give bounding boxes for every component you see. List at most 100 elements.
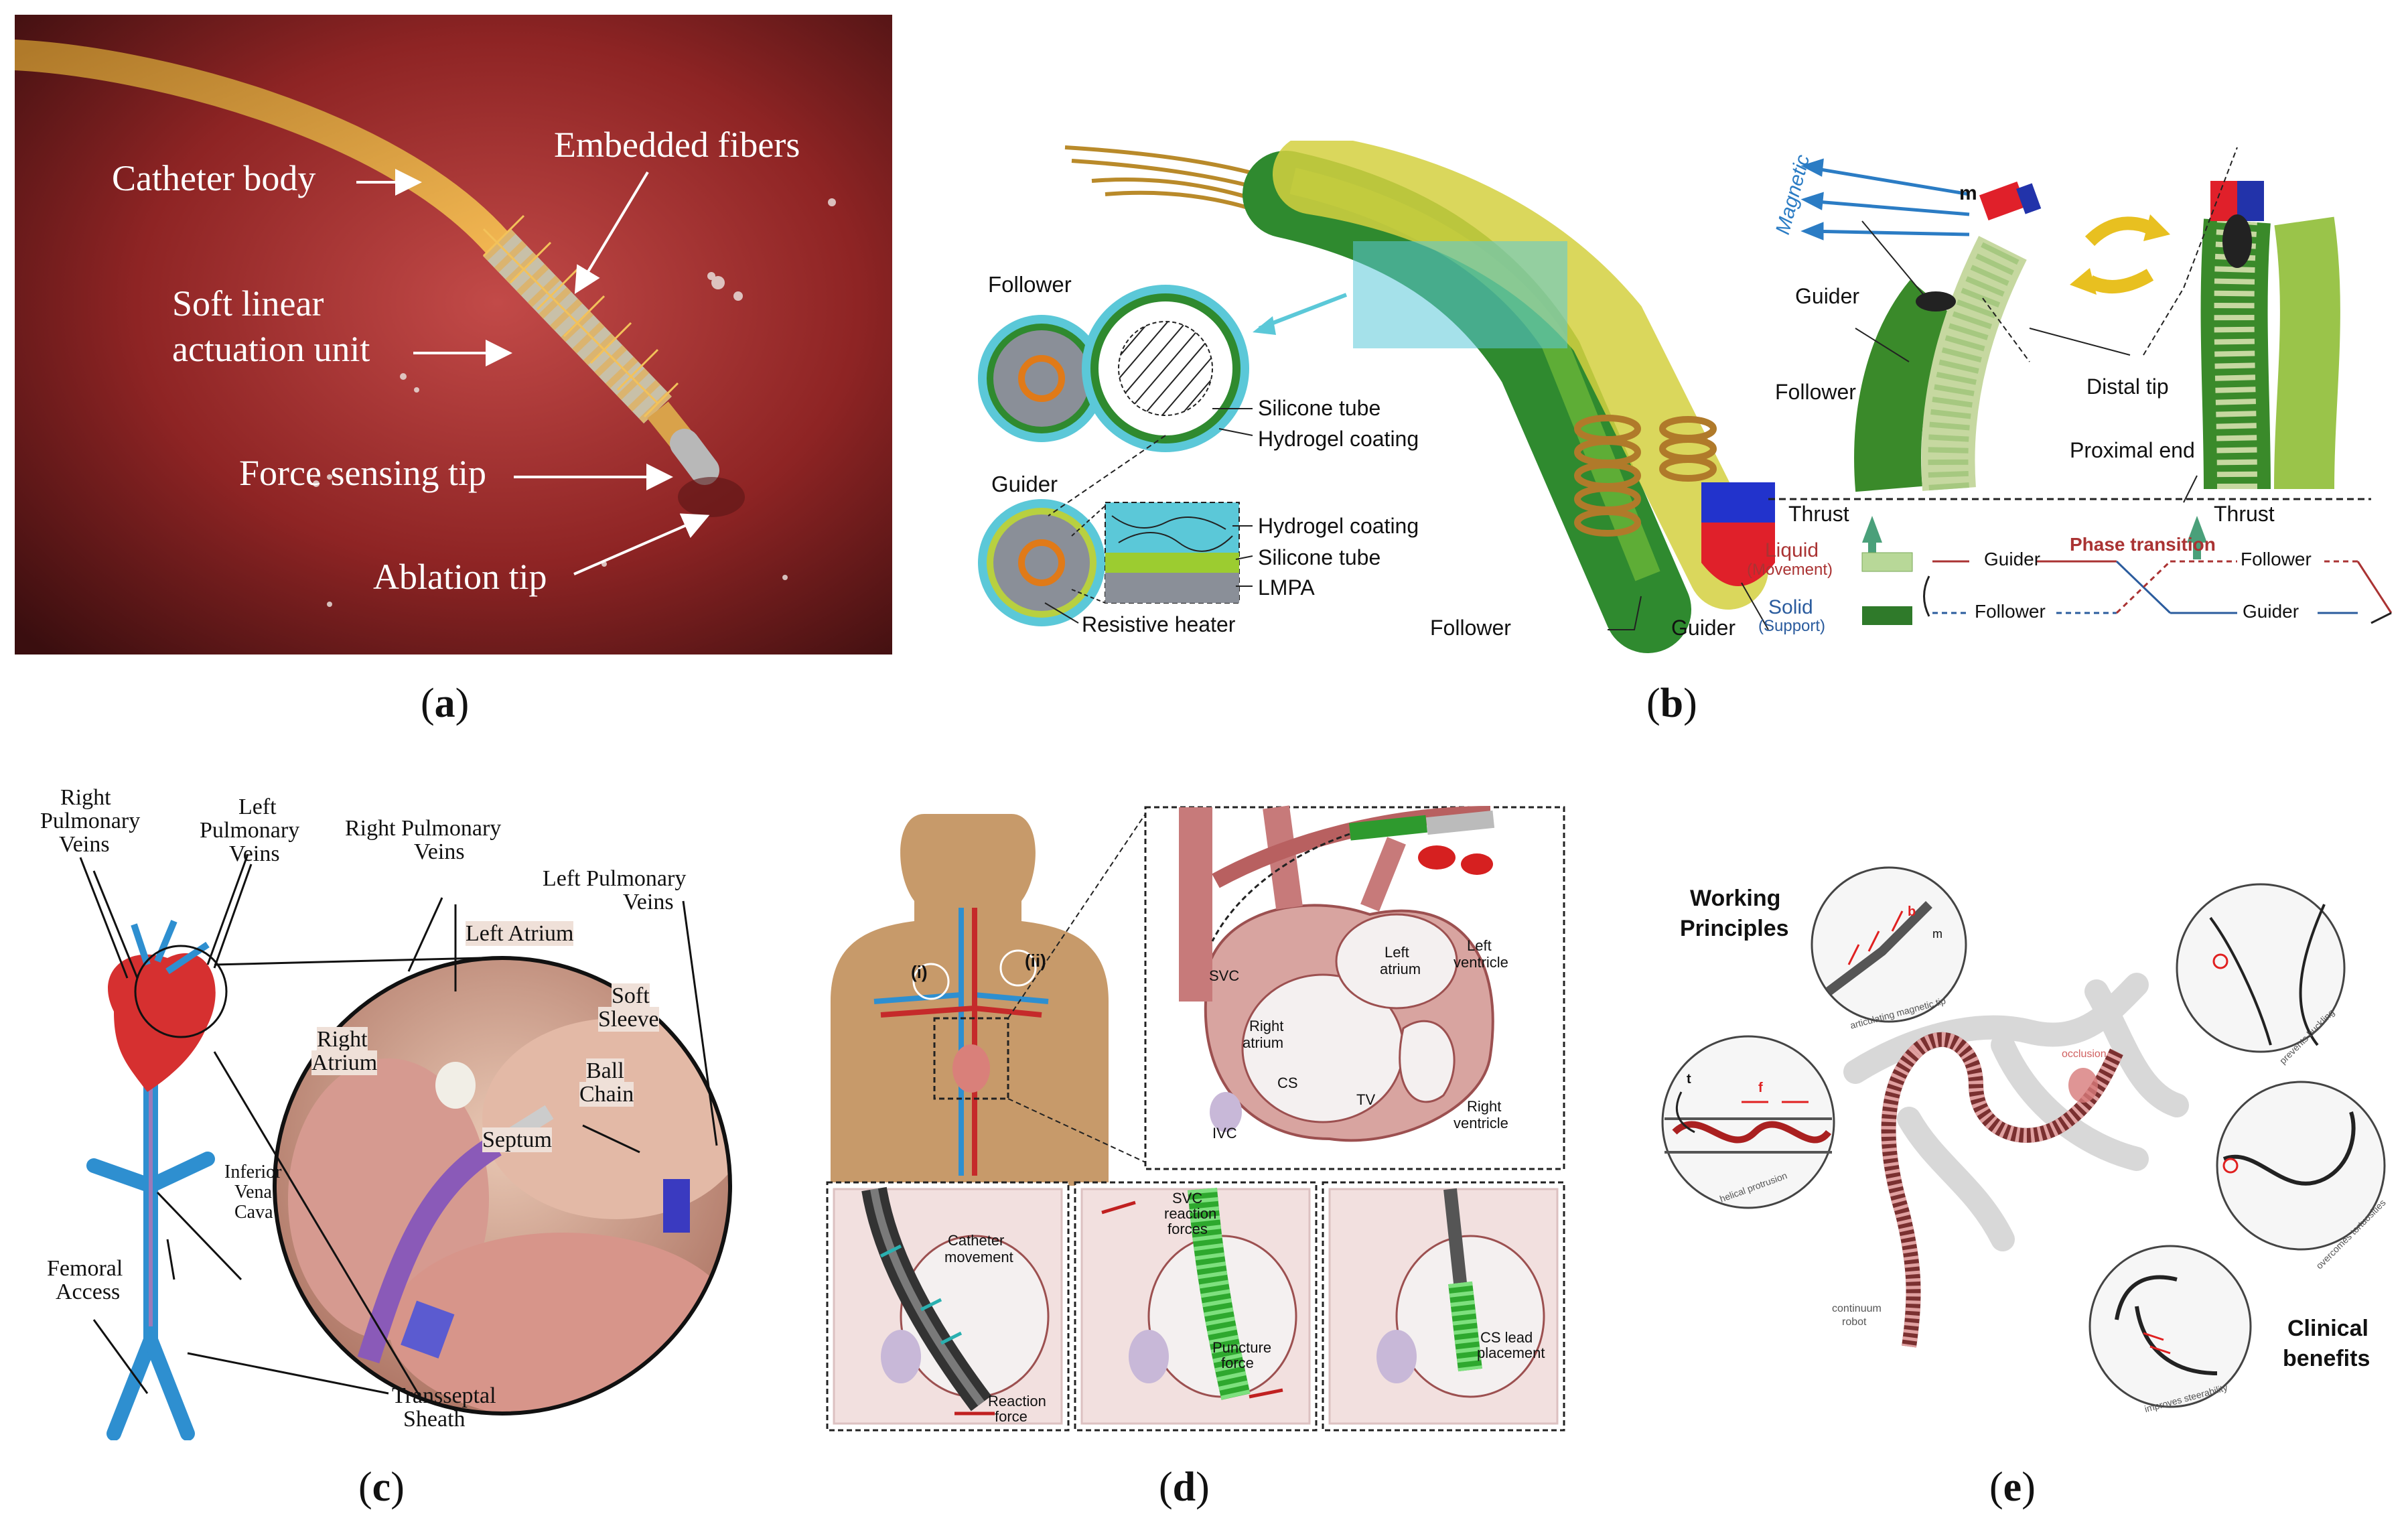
caption-a-letter: a — [434, 681, 455, 726]
c-soft-sleeve-2: Sleeve — [598, 1007, 659, 1032]
c-septum: Septum — [482, 1127, 552, 1153]
c-lpv-top-2: Veins — [623, 890, 674, 914]
b-lmpa: LMPA — [1258, 575, 1315, 600]
c-femoral-2: Access — [56, 1280, 121, 1304]
caption-a: (a) — [421, 681, 470, 726]
c-lpv-top-1: Left Pulmonary — [543, 866, 687, 891]
d-right-ventricle-1: Right — [1467, 1098, 1502, 1115]
d-tv: TV — [1356, 1091, 1376, 1108]
panel-d: (i) (ii) SVC Left atrium Left ventricle … — [821, 801, 1571, 1437]
d-ivc: IVC — [1212, 1125, 1237, 1142]
b-silicone-tube: Silicone tube — [1258, 396, 1381, 420]
b-guider-timeline-1: Guider — [1984, 549, 2041, 569]
c-ball-chain-2: Chain — [579, 1082, 634, 1107]
b-guider-bottom: Guider — [1671, 616, 1736, 640]
b-solid: Solid — [1768, 596, 1813, 618]
d-svc-reaction-1: SVC — [1172, 1190, 1203, 1207]
d-cs-lead-2: placement — [1477, 1345, 1545, 1361]
c-ball-chain-1: Ball — [586, 1058, 624, 1084]
d-ii: (ii) — [1025, 951, 1046, 971]
c-ivc-3: Cava — [234, 1202, 273, 1223]
c-lpv-3: Veins — [229, 841, 280, 866]
c-ivc-2: Vena — [234, 1182, 272, 1202]
e-occlusion: occlusion — [2062, 1048, 2107, 1060]
e-clinical-2: benefits — [2283, 1346, 2370, 1371]
b-follower-label: Follower — [988, 272, 1072, 297]
c-right-atrium-2: Atrium — [311, 1050, 378, 1076]
panel-e: Working Principles Clinical benefits t f… — [1628, 864, 2398, 1447]
e-clinical-1: Clinical — [2287, 1316, 2368, 1341]
c-ivc-1: Inferior — [224, 1162, 282, 1182]
c-soft-sleeve-1: Soft — [612, 983, 650, 1009]
b-movement: (Movement) — [1747, 561, 1833, 579]
b-follower-timeline-2: Follower — [2241, 549, 2312, 569]
e-working-1: Working — [1690, 886, 1781, 911]
panel-a-photo — [15, 15, 892, 654]
d-reaction-force-1: Reaction — [988, 1393, 1046, 1409]
b-follower-bottom: Follower — [1430, 616, 1511, 640]
e-m: m — [1932, 927, 1942, 941]
b-support: (Support) — [1758, 617, 1826, 635]
panel-b: Follower Guider Silicone tube Hydrogel c… — [938, 141, 2398, 657]
d-catheter-movement-1: Catheter — [948, 1232, 1005, 1249]
c-rpv-top-1: Right Pulmonary — [345, 816, 502, 841]
d-i: (i) — [911, 962, 928, 982]
caption-b: (b) — [1646, 681, 1697, 726]
label-actuation-unit: actuation unit — [172, 329, 370, 369]
c-rpv-top-2: Veins — [414, 839, 465, 864]
panel-a: Catheter body Embedded fibers Soft linea… — [15, 15, 892, 654]
d-right-atrium-2: atrium — [1243, 1034, 1284, 1051]
b-guider-label: Guider — [991, 472, 1058, 496]
b-silicone-tube-2: Silicone tube — [1258, 545, 1381, 569]
e-working-2: Principles — [1680, 916, 1789, 941]
b-hydrogel-coating-2: Hydrogel coating — [1258, 514, 1419, 538]
b-follower-side: Follower — [1775, 380, 1856, 404]
d-svc-reaction-3: forces — [1167, 1221, 1208, 1237]
b-thrust-1: Thrust — [1788, 502, 1849, 526]
caption-d-letter: d — [1172, 1464, 1196, 1510]
e-b: b — [1908, 904, 1916, 919]
b-resistive-heater: Resistive heater — [1082, 612, 1236, 636]
b-liquid: Liquid — [1765, 539, 1819, 561]
caption-b-letter: b — [1660, 681, 1684, 726]
b-follower-timeline-1: Follower — [1975, 601, 2046, 622]
c-sheath-2: Sheath — [403, 1407, 466, 1432]
d-left-ventricle-2: ventricle — [1454, 954, 1508, 971]
d-svc-reaction-2: reaction — [1164, 1205, 1217, 1222]
d-reaction-force-2: force — [995, 1408, 1028, 1425]
d-puncture-2: force — [1221, 1355, 1254, 1371]
b-distal-tip: Distal tip — [2086, 374, 2169, 399]
panel-c-diagram — [79, 853, 732, 1440]
c-sheath-1: Transseptal — [392, 1383, 496, 1408]
d-right-atrium-1: Right — [1249, 1018, 1284, 1034]
c-right-atrium-1: Right — [317, 1027, 368, 1052]
caption-c: (c) — [358, 1464, 405, 1510]
caption-d: (d) — [1159, 1464, 1210, 1510]
d-left-ventricle-1: Left — [1467, 937, 1492, 954]
e-continuum-2: robot — [1842, 1316, 1867, 1328]
d-puncture-1: Puncture — [1212, 1339, 1272, 1356]
e-t: t — [1687, 1072, 1691, 1087]
c-rpv-3: Veins — [59, 832, 110, 857]
c-rpv-2: Pulmonary — [40, 809, 141, 833]
label-soft-linear: Soft linear — [172, 283, 324, 324]
panel-a-arrows — [356, 169, 710, 575]
label-ablation-tip: Ablation tip — [373, 557, 547, 597]
e-f: f — [1758, 1081, 1763, 1095]
panel-c: Right Pulmonary Veins Left Pulmonary Vei… — [13, 770, 777, 1440]
panel-e-diagram — [1661, 866, 2386, 1408]
b-hydrogel-coating: Hydrogel coating — [1258, 427, 1419, 451]
panel-d-diagram — [826, 805, 1565, 1432]
d-left-atrium-1: Left — [1385, 944, 1409, 961]
b-m: m — [1959, 182, 1977, 204]
e-continuum-1: continuum — [1832, 1303, 1882, 1314]
b-guider-side: Guider — [1795, 284, 1860, 308]
d-right-ventricle-2: ventricle — [1454, 1115, 1508, 1131]
panel-b-diagram — [978, 141, 2393, 653]
d-left-atrium-2: atrium — [1380, 961, 1421, 977]
c-rpv-1: Right — [60, 785, 111, 810]
d-svc: SVC — [1209, 967, 1240, 984]
b-thrust-2: Thrust — [2214, 502, 2275, 526]
label-embedded-fibers: Embedded fibers — [554, 125, 800, 165]
c-lpv-1: Left — [238, 795, 277, 819]
